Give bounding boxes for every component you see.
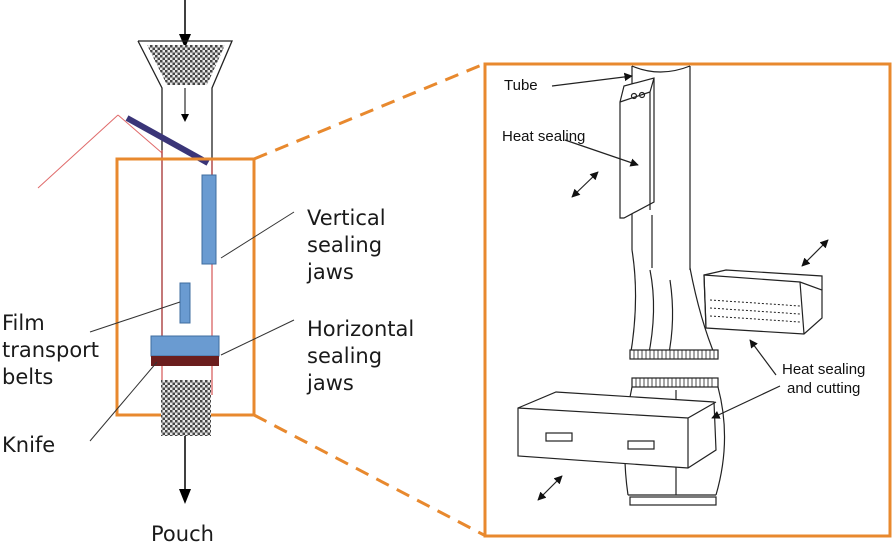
- knife-bar: [151, 356, 219, 366]
- film-transport-belt: [179, 282, 191, 324]
- motion-arrow-2: [801, 239, 829, 267]
- motion-arrow-3: [537, 475, 563, 501]
- tube-label: Tube: [504, 77, 538, 94]
- horizontal-jaws-label: Horizontal sealing jaws: [307, 316, 414, 397]
- heat-sealing-cutting-line-2: and cutting: [787, 380, 861, 397]
- zoom-connector-bottom: [253, 413, 485, 537]
- crimp-lower: [631, 377, 719, 388]
- output-arrow-head: [179, 489, 191, 504]
- lower-horizontal-jaw: [517, 391, 717, 469]
- upper-horizontal-jaw: [703, 274, 823, 335]
- vertical-sealing-bar: [619, 77, 655, 219]
- cut-pointer-2: [711, 385, 781, 419]
- leader-horizontal-jaws: [220, 319, 295, 356]
- vertical-jaws-label: Vertical sealing jaws: [307, 205, 386, 286]
- pouch-label: Pouch: [151, 522, 214, 546]
- heat-sealing-label: Heat sealing: [502, 128, 586, 145]
- vertical-jaws-line-1: Vertical: [307, 206, 386, 230]
- vertical-jaws-line-2: sealing: [307, 233, 383, 257]
- heat-sealing-pointer: [564, 139, 639, 167]
- bar-hole-1: [630, 92, 638, 100]
- crimp-upper-teeth: [633, 350, 715, 359]
- zoom-connector-top: [253, 62, 485, 161]
- vertical-sealing-bar-edge: [619, 77, 655, 210]
- detail-illustration: [517, 65, 829, 506]
- jaw-slot-2: [627, 440, 655, 450]
- lower-jaw-face: [517, 401, 717, 468]
- forming-collar: [125, 115, 210, 166]
- vertical-sealing-jaw: [201, 174, 217, 265]
- pouch-bottom-seal: [629, 496, 717, 506]
- crimp-lower-teeth: [635, 378, 713, 387]
- tube-pointer: [551, 72, 633, 87]
- knife-label: Knife: [2, 433, 56, 457]
- leader-knife: [89, 361, 158, 442]
- film-belts-line-3: belts: [2, 365, 54, 389]
- vertical-jaws-line-3: jaws: [307, 260, 354, 284]
- horizontal-sealing-jaw: [150, 335, 220, 357]
- jaw-slot-1: [545, 432, 573, 442]
- cut-pointer-1: [749, 339, 777, 376]
- product-flow-arrow-head: [181, 114, 189, 122]
- film-belts-line-1: Film: [2, 311, 45, 335]
- pouch: [161, 380, 211, 436]
- film-web: [37, 114, 119, 189]
- upper-jaw-teeth: [709, 299, 801, 323]
- heat-sealing-cutting-label: Heat sealing and cutting: [782, 360, 865, 398]
- horizontal-jaws-line-2: sealing: [307, 344, 383, 368]
- hopper-product: [147, 45, 225, 85]
- leader-film-belts: [89, 301, 181, 333]
- schematic: [37, 0, 295, 504]
- film-belts-label: Film transport belts: [2, 310, 99, 391]
- motion-arrow-1: [571, 171, 599, 198]
- horizontal-jaws-line-1: Horizontal: [307, 317, 415, 341]
- horizontal-jaws-line-3: jaws: [307, 371, 354, 395]
- heat-sealing-cutting-line-1: Heat sealing: [782, 361, 866, 378]
- film-belts-line-2: transport: [2, 338, 100, 362]
- upper-jaw-face: [703, 269, 823, 335]
- leader-vertical-jaws: [220, 211, 295, 259]
- film-web-2: [117, 114, 163, 154]
- bar-hole-2: [638, 91, 646, 99]
